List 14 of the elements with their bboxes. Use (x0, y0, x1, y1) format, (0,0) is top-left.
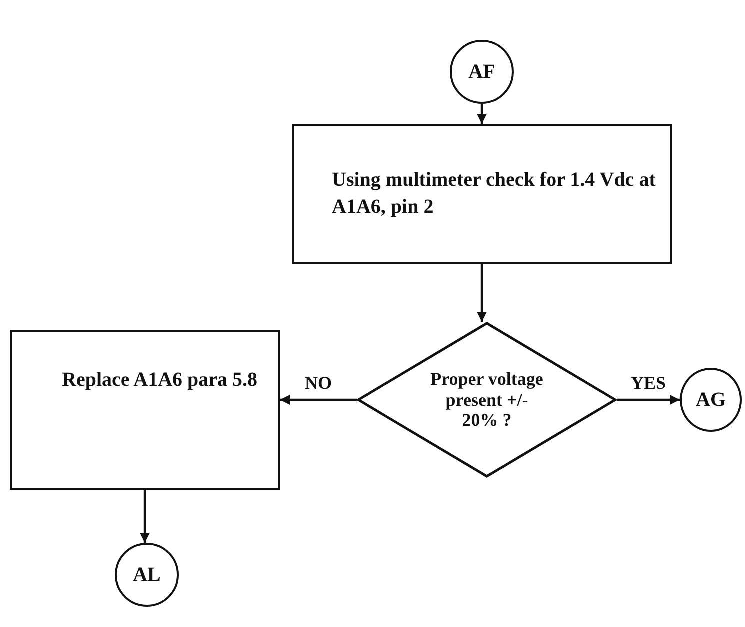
decision-diamond (357, 322, 617, 478)
arrow (280, 395, 357, 405)
arrow (617, 395, 680, 405)
arrow (477, 264, 487, 322)
process-box (10, 330, 280, 490)
node-text: AG (696, 388, 726, 412)
node-text: Proper voltage present +/- 20% ? (430, 368, 544, 432)
arrow (140, 490, 150, 543)
node-text: AL (133, 562, 161, 588)
node-text: Replace A1A6 para 5.8 (62, 368, 258, 392)
node-text: AF (468, 60, 496, 84)
arrow (477, 104, 487, 124)
process-box (292, 124, 672, 264)
node-text: Using multimeter check for 1.4 Vdc at A1A6, pin 2 (332, 168, 657, 220)
